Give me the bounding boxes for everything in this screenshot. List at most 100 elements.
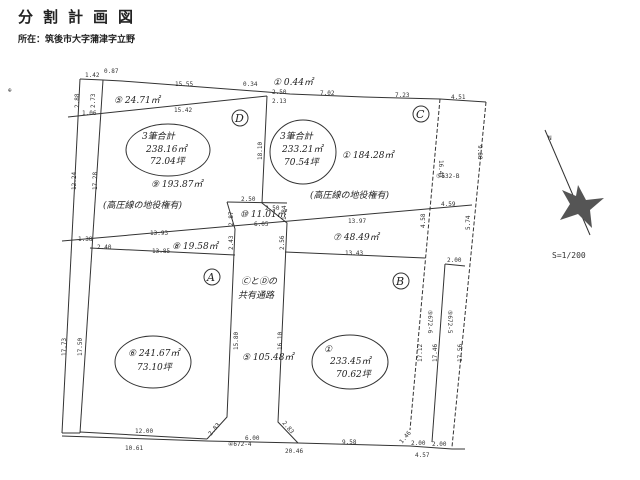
road-right-line [261, 95, 299, 444]
lot-label-d: D [231, 109, 249, 127]
svg-text:3筆合計: 3筆合計 [280, 131, 314, 142]
dim: 6.05 [254, 221, 269, 228]
hv-easement-note-right: (高圧線の地役権有) [310, 190, 390, 201]
hv-easement-note-left: (高圧線の地役権有) [103, 200, 183, 211]
lot-1-small-area: ① 0.44㎡ [273, 77, 315, 88]
svg-text:⑥ 241.67㎡: ⑥ 241.67㎡ [128, 348, 181, 359]
address: 所在：筑後市大字蒲津字立野 [18, 35, 136, 45]
lot-a-area: ⑥ 241.67㎡ 73.10坪 [114, 335, 192, 389]
dim: 2.00 [432, 441, 447, 448]
dim: 13.85 [152, 248, 170, 255]
dim: 15.42 [174, 107, 192, 114]
lot10-top-line [226, 201, 288, 204]
left-outer-boundary [61, 78, 81, 434]
parcel-632-b: ⑤632-B [436, 173, 460, 180]
bottom-boundary-lower [61, 435, 465, 450]
svg-text:B: B [395, 275, 404, 288]
lot-9-area: ⑨ 193.87㎡ [151, 179, 204, 190]
dim: 12.00 [135, 428, 153, 435]
lot-label-a: A [203, 268, 221, 286]
svg-text:233.45㎡: 233.45㎡ [329, 356, 372, 367]
left-inner-line [79, 79, 104, 434]
scale-label: S=1/200 [552, 251, 586, 260]
dim: 2.83 [280, 420, 295, 436]
dim: 2.00 [411, 440, 426, 447]
dim: 16.47 [437, 160, 444, 178]
dim: 18.10 [257, 142, 264, 160]
lot-c-total: 3筆合計 233.21㎡ 70.54坪 [269, 119, 337, 185]
dim: 20.46 [285, 448, 303, 455]
bottom-boundary-upper [79, 431, 208, 440]
lot-5-area: ⑤ 24.71㎡ [114, 95, 162, 106]
dim: 2.87 [228, 211, 235, 226]
dim: 4.51 [451, 94, 466, 101]
lot-8-area: ⑧ 19.58㎡ [172, 241, 220, 252]
page-title: 分割計画図 [18, 8, 144, 26]
dim: 7.02 [320, 90, 335, 97]
svg-text:C: C [416, 108, 425, 121]
dim: 2.00 [447, 257, 462, 264]
dim: 10.61 [125, 445, 143, 452]
svg-text:72.04坪: 72.04坪 [150, 156, 187, 167]
lot-c-east-line [409, 98, 441, 431]
road-lot-area: ⑤ 105.48㎡ [242, 352, 295, 363]
dim: 4.57 [415, 452, 430, 459]
dim: 2.83 [207, 421, 222, 437]
north-mark: ⊕ [8, 87, 12, 94]
dim: 13.97 [348, 218, 366, 225]
lot-7-area: ⑦ 48.49㎡ [333, 232, 381, 243]
dim: 7.23 [395, 92, 410, 99]
road-note-1: ⒸとⒹの [241, 276, 278, 287]
dimension-labels: 0.87 1.42 15.55 2.88 2.73 1.06 15.42 0.3… [61, 68, 483, 459]
lot-d-total: 3筆合計 238.16㎡ 72.04坪 [125, 123, 211, 177]
dim: 2.43 [228, 235, 235, 250]
svg-text:3筆合計: 3筆合計 [142, 131, 176, 142]
dim: 17.28 [92, 172, 99, 190]
dim: 17.12 [417, 344, 424, 362]
dim: 0.87 [104, 68, 119, 75]
dim: 9.88 [476, 145, 483, 160]
road-left-line [206, 201, 236, 440]
svg-text:D: D [234, 112, 244, 125]
dim: 4.59 [441, 201, 456, 208]
parcel-672-5-line [431, 263, 446, 443]
dim: 2.40 [97, 244, 112, 251]
dim: 2.50 [272, 89, 287, 96]
dim: 17.73 [61, 338, 68, 356]
svg-text:①: ① [324, 345, 333, 355]
parcel-672-5: ⑤672-5 [446, 310, 453, 334]
dim: 1.84 [281, 205, 288, 220]
dim: 15.80 [233, 332, 240, 350]
hv-line-upper [61, 204, 473, 242]
dim: 0.34 [243, 81, 258, 88]
dim: 17.46 [432, 344, 439, 362]
lot-1-area: ① 184.28㎡ [342, 150, 395, 161]
dim: 16.10 [277, 332, 284, 350]
dim: 12.24 [71, 172, 78, 190]
dim: 13.43 [345, 250, 363, 257]
hv-line-lower [89, 247, 236, 256]
outer-east-line [451, 101, 487, 448]
road-note-2: 共有通路 [238, 290, 275, 301]
lot-label-b: B [392, 272, 410, 290]
dim: 2.50 [241, 196, 256, 203]
dim: 6.00 [245, 435, 260, 442]
svg-text:A: A [206, 271, 215, 284]
short-2-00-line [444, 263, 466, 267]
dim: 17.56 [457, 344, 464, 362]
dim: 15.55 [175, 81, 193, 88]
dim: 17.50 [77, 338, 84, 356]
svg-text:70.54坪: 70.54坪 [284, 157, 321, 168]
dim: 9.58 [342, 439, 357, 446]
dim: 1.38 [78, 236, 93, 243]
dim: 4.58 [420, 213, 427, 228]
parcel-672-6: ⑤672-6 [426, 310, 433, 334]
dim: 13.93 [150, 230, 168, 237]
compass-north-arrow-icon: N [544, 129, 604, 236]
svg-text:238.16㎡: 238.16㎡ [145, 144, 188, 155]
parcel-672-4: ④672-4 [228, 441, 252, 448]
dim: 2.56 [279, 235, 286, 250]
dim: 2.88 [74, 93, 81, 108]
dim: 2.73 [90, 93, 97, 108]
